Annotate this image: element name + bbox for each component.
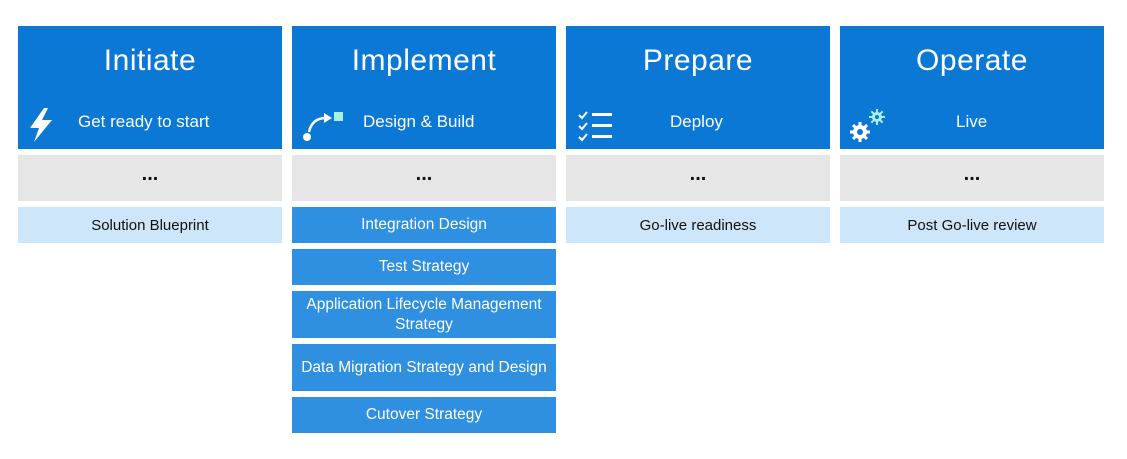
phase-title: Operate (916, 44, 1028, 77)
workshop-item: Test Strategy (292, 249, 556, 285)
checklist-icon (578, 110, 614, 147)
workshop-item: Solution Blueprint (18, 207, 282, 243)
phase-subtitle: Deploy (670, 112, 723, 131)
phase-header-initiate: Initiate Get ready to start (18, 26, 282, 149)
gears-icon (848, 108, 888, 149)
phase-column-prepare: Prepare Deploy ... Go-live readiness (566, 26, 830, 243)
more-indicator: ... (840, 155, 1104, 201)
phase-header-operate: Operate (840, 26, 1104, 149)
more-indicator: ... (566, 155, 830, 201)
lightning-icon (26, 108, 56, 147)
phase-subtitle: Design & Build (363, 112, 475, 131)
phase-header-implement: Implement Design & Build (292, 26, 556, 149)
workshop-item: Application Lifecycle Management Strateg… (292, 291, 556, 338)
more-indicator: ... (292, 155, 556, 201)
phase-column-implement: Implement Design & Build ... Integration… (292, 26, 556, 433)
workshop-item: Post Go-live review (840, 207, 1104, 243)
phase-title: Initiate (103, 44, 197, 77)
phase-title: Prepare (642, 44, 754, 77)
workshop-item: Go-live readiness (566, 207, 830, 243)
phase-title: Implement (351, 44, 497, 77)
workshop-item: Data Migration Strategy and Design (292, 344, 556, 391)
phase-subtitle: Get ready to start (78, 112, 210, 131)
workshop-item: Cutover Strategy (292, 397, 556, 433)
phase-column-initiate: Initiate Get ready to start ... Solution… (18, 26, 282, 243)
phase-column-operate: Operate (840, 26, 1104, 243)
workshop-item: Integration Design (292, 207, 556, 243)
more-indicator: ... (18, 155, 282, 201)
design-build-icon (302, 110, 346, 147)
phase-subtitle: Live (956, 112, 988, 131)
phase-header-prepare: Prepare Deploy (566, 26, 830, 149)
